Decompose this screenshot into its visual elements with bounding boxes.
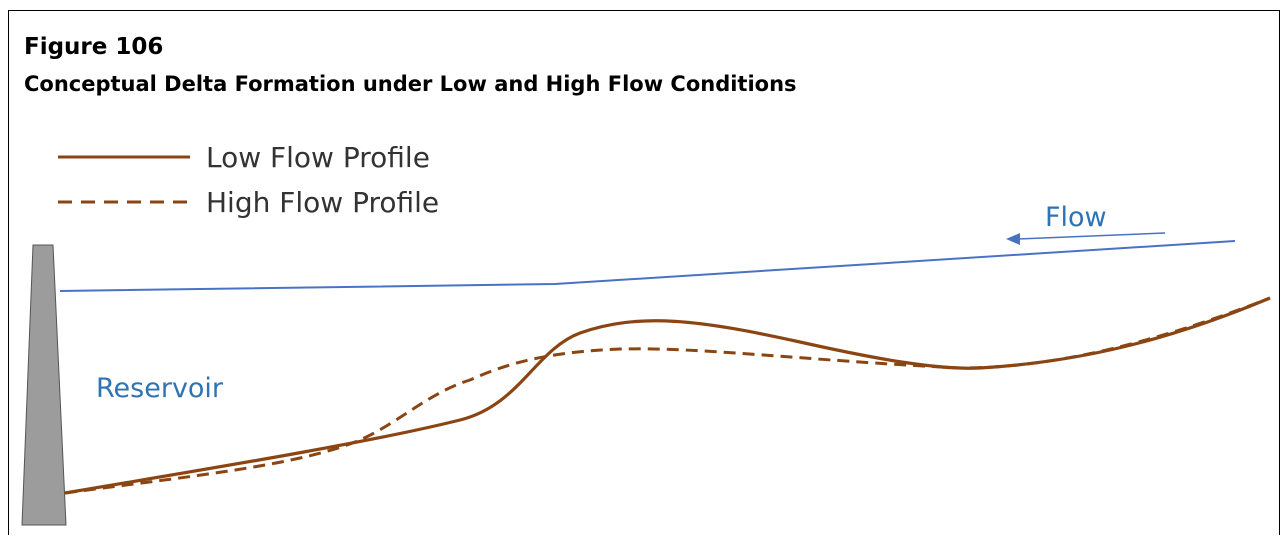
figure-title: Conceptual Delta Formation under Low and… (24, 72, 797, 96)
low-flow-profile (64, 296, 1271, 495)
reservoir-label: Reservoir (96, 373, 224, 404)
flow-arrow-line (1017, 232, 1166, 240)
dam-shape (21, 244, 67, 526)
water-surface-line (59, 240, 1236, 292)
figure-number: Figure 106 (24, 34, 164, 60)
legend-low-flow-label: Low Flow Profile (206, 141, 430, 174)
flow-label: Flow (1045, 202, 1107, 233)
flow-arrow-head (1006, 233, 1020, 245)
figure-frame (8, 10, 1280, 535)
legend-high-flow-label: High Flow Profile (206, 186, 439, 219)
high-flow-profile (64, 296, 1271, 495)
